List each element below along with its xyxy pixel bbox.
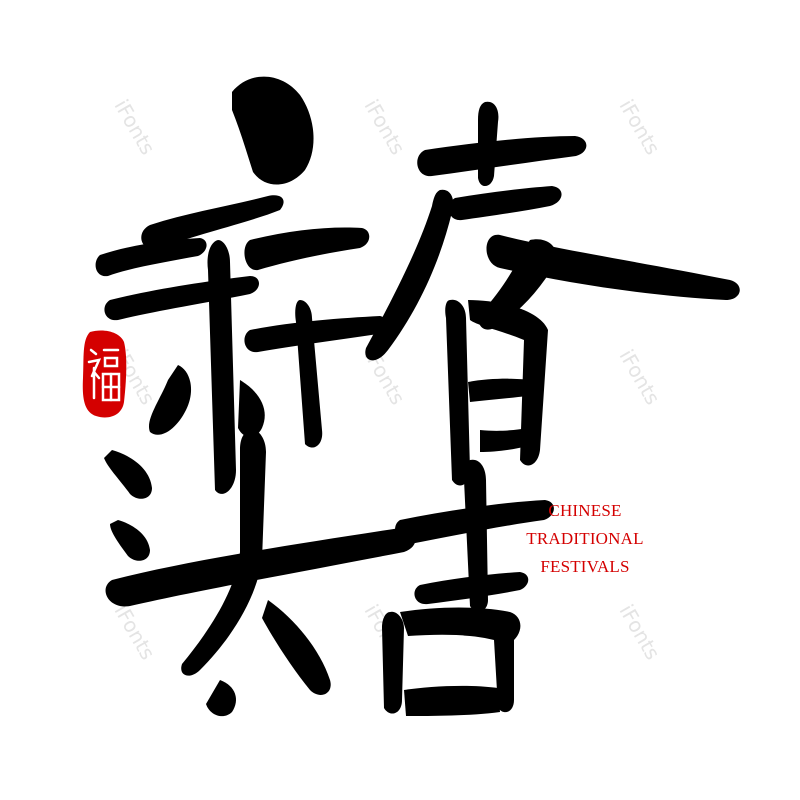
caption-line-2: TRADITIONAL [526,529,644,548]
seal-stamp [82,330,127,418]
caption-line-1: CHINESE [548,501,622,520]
caption: CHINESE TRADITIONAL FESTIVALS [500,497,670,581]
caption-line-3: FESTIVALS [540,557,630,576]
